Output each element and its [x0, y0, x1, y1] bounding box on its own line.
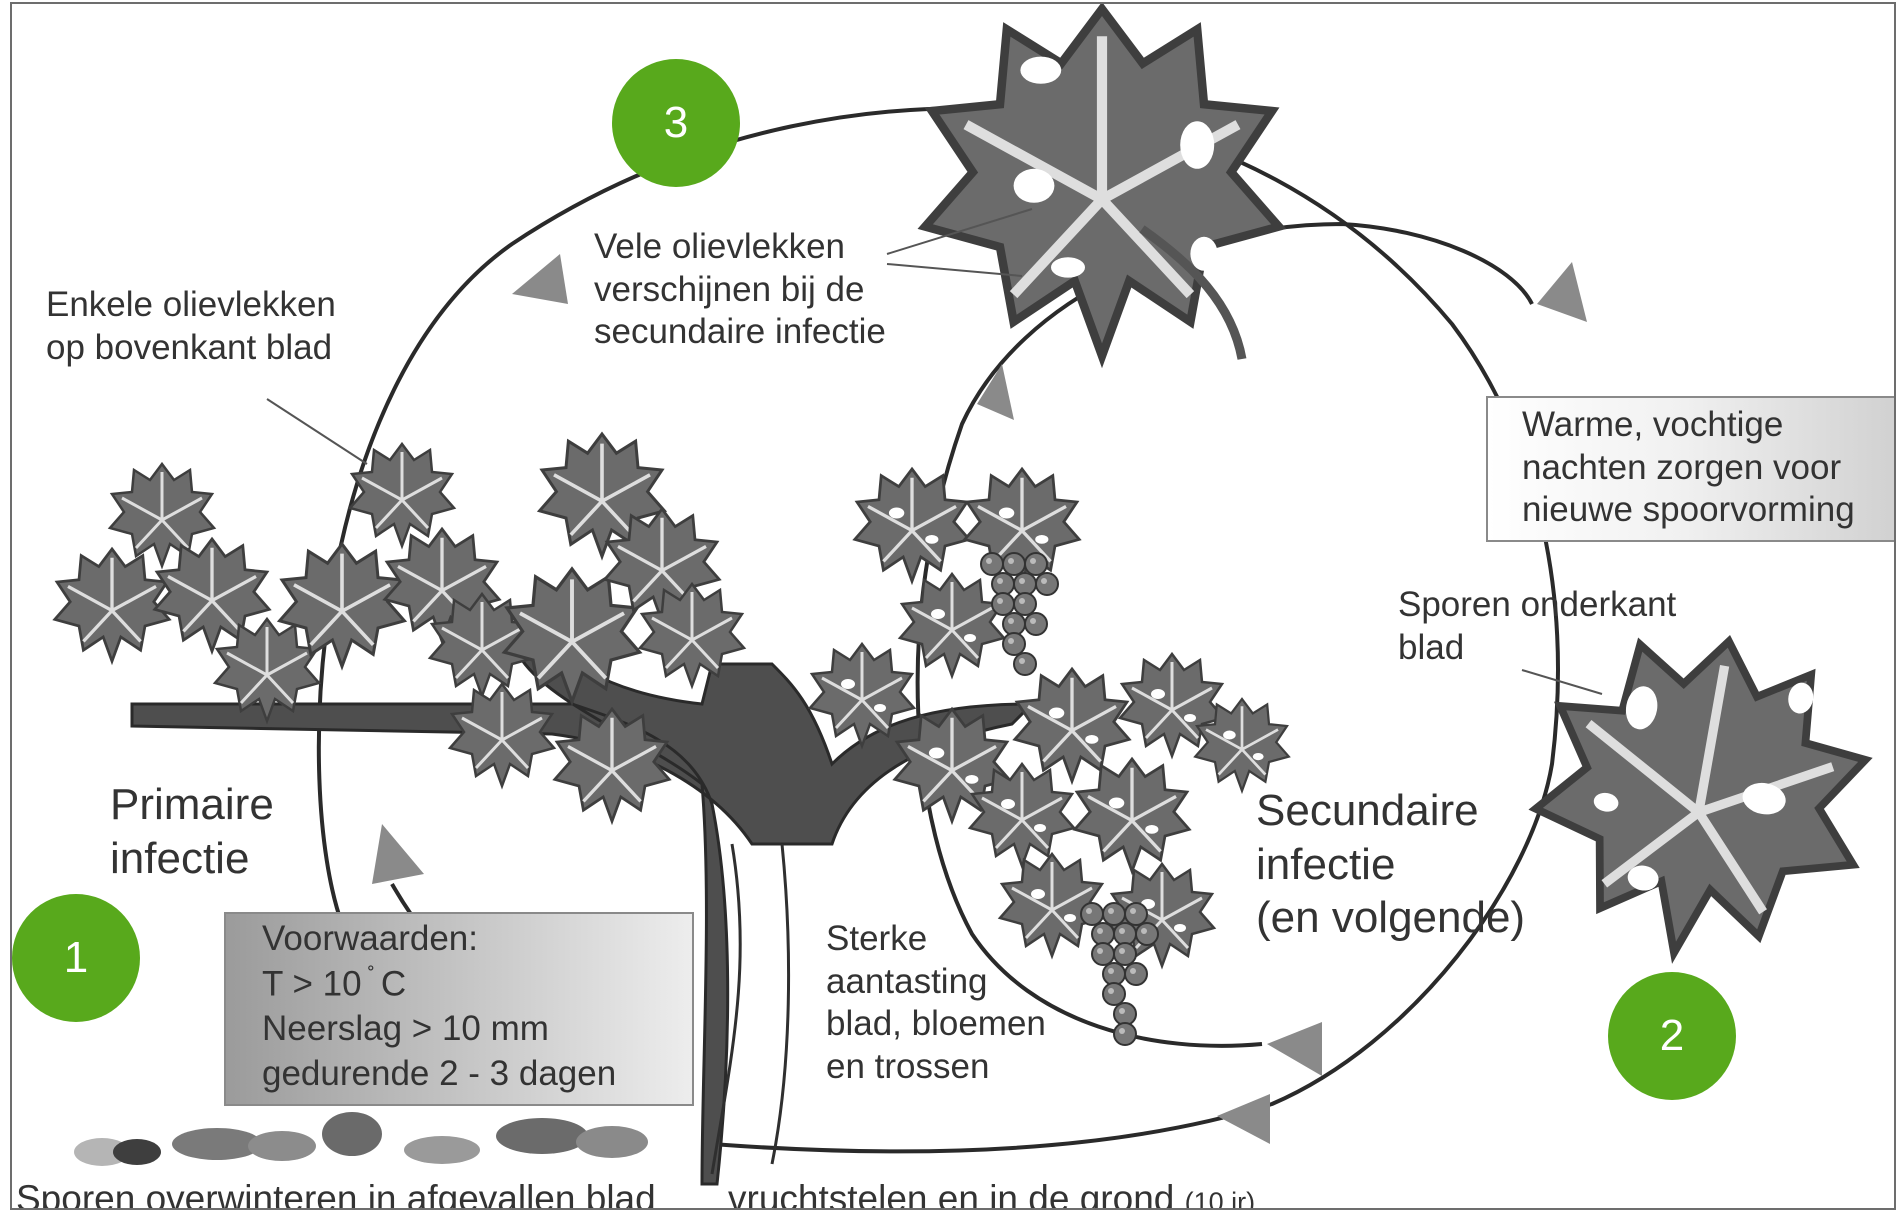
arrow-up-left: [372, 824, 424, 884]
caption-note: (10 jr): [1184, 1187, 1256, 1210]
step-1-badge: 1: [12, 894, 140, 1022]
vine-trunk: [130, 642, 1036, 1186]
caption-left: Sporen overwinteren in afgevallen blad: [16, 1178, 656, 1210]
infected-leaf-right: [1515, 613, 1887, 980]
grapevine: [53, 432, 1289, 1186]
arrow-up-inner: [977, 364, 1014, 420]
caption-overwintering-right: vruchtstelen en in de grond (10 jr): [728, 1178, 1256, 1210]
pointer-line-vele: [886, 208, 1033, 255]
label-enkele-olievlekken: Enkele olievlekken op bovenkant blad: [46, 285, 336, 367]
arrow-left-bottom: [1217, 1094, 1270, 1144]
label-sterke-aantasting: Sterke aantasting blad, bloemen en tross…: [826, 919, 1046, 1087]
temp-unit: C: [380, 964, 407, 1004]
conditions-box: Voorwaarden: T > 10˚C Neerslag > 10 mm g…: [224, 912, 694, 1106]
disease-cycle-illustration: [53, 4, 1896, 1186]
warm-nights-box: Warme, vochtige nachten zorgen voor nieu…: [1486, 396, 1894, 542]
step-3-badge: 3: [612, 59, 740, 187]
pointer-line-vele-2: [886, 263, 1023, 277]
caption-right: vruchtstelen en in de grond: [728, 1178, 1175, 1210]
fallen-leaves: [74, 1112, 648, 1166]
arrow-right-top: [1537, 262, 1587, 322]
conditions-temperature: T > 10˚C: [262, 963, 406, 1006]
infected-leaf-top: [925, 9, 1279, 356]
label-primaire-infectie: Primaire infectie: [110, 780, 274, 883]
temp-value: T > 10: [262, 964, 362, 1004]
label-secundaire-infectie: Secundaire infectie (en volgende): [1256, 786, 1526, 943]
cycle-arrows: [372, 254, 1587, 1144]
arrow-up-top-left: [512, 254, 568, 304]
step-2-badge: 2: [1608, 972, 1736, 1100]
pointer-line-sporen: [1521, 669, 1603, 695]
conditions-rainfall: Neerslag > 10 mm: [262, 1009, 549, 1048]
caption-overwintering: Sporen overwinteren in afgevallen blad: [16, 1178, 656, 1210]
conditions-duration: gedurende 2 - 3 dagen: [262, 1054, 617, 1093]
conditions-title: Voorwaarden:: [262, 919, 478, 958]
leaf-stem-top: [1139, 225, 1247, 360]
arrow-left-inner: [1267, 1022, 1322, 1076]
label-warme-nachten: Warme, vochtige nachten zorgen voor nieu…: [1522, 405, 1855, 530]
label-sporen-onderkant: Sporen onderkant blad: [1398, 585, 1677, 667]
label-vele-olievlekken: Vele olievlekken verschijnen bij de secu…: [594, 227, 886, 352]
cycle-line-inner: [915, 221, 1534, 1048]
pointer-line-enkele: [266, 398, 368, 465]
diagram-frame: 1 2 3 Enkele olievlekken op bovenkant bl…: [10, 2, 1896, 1210]
degree-symbol: ˚: [367, 963, 375, 988]
